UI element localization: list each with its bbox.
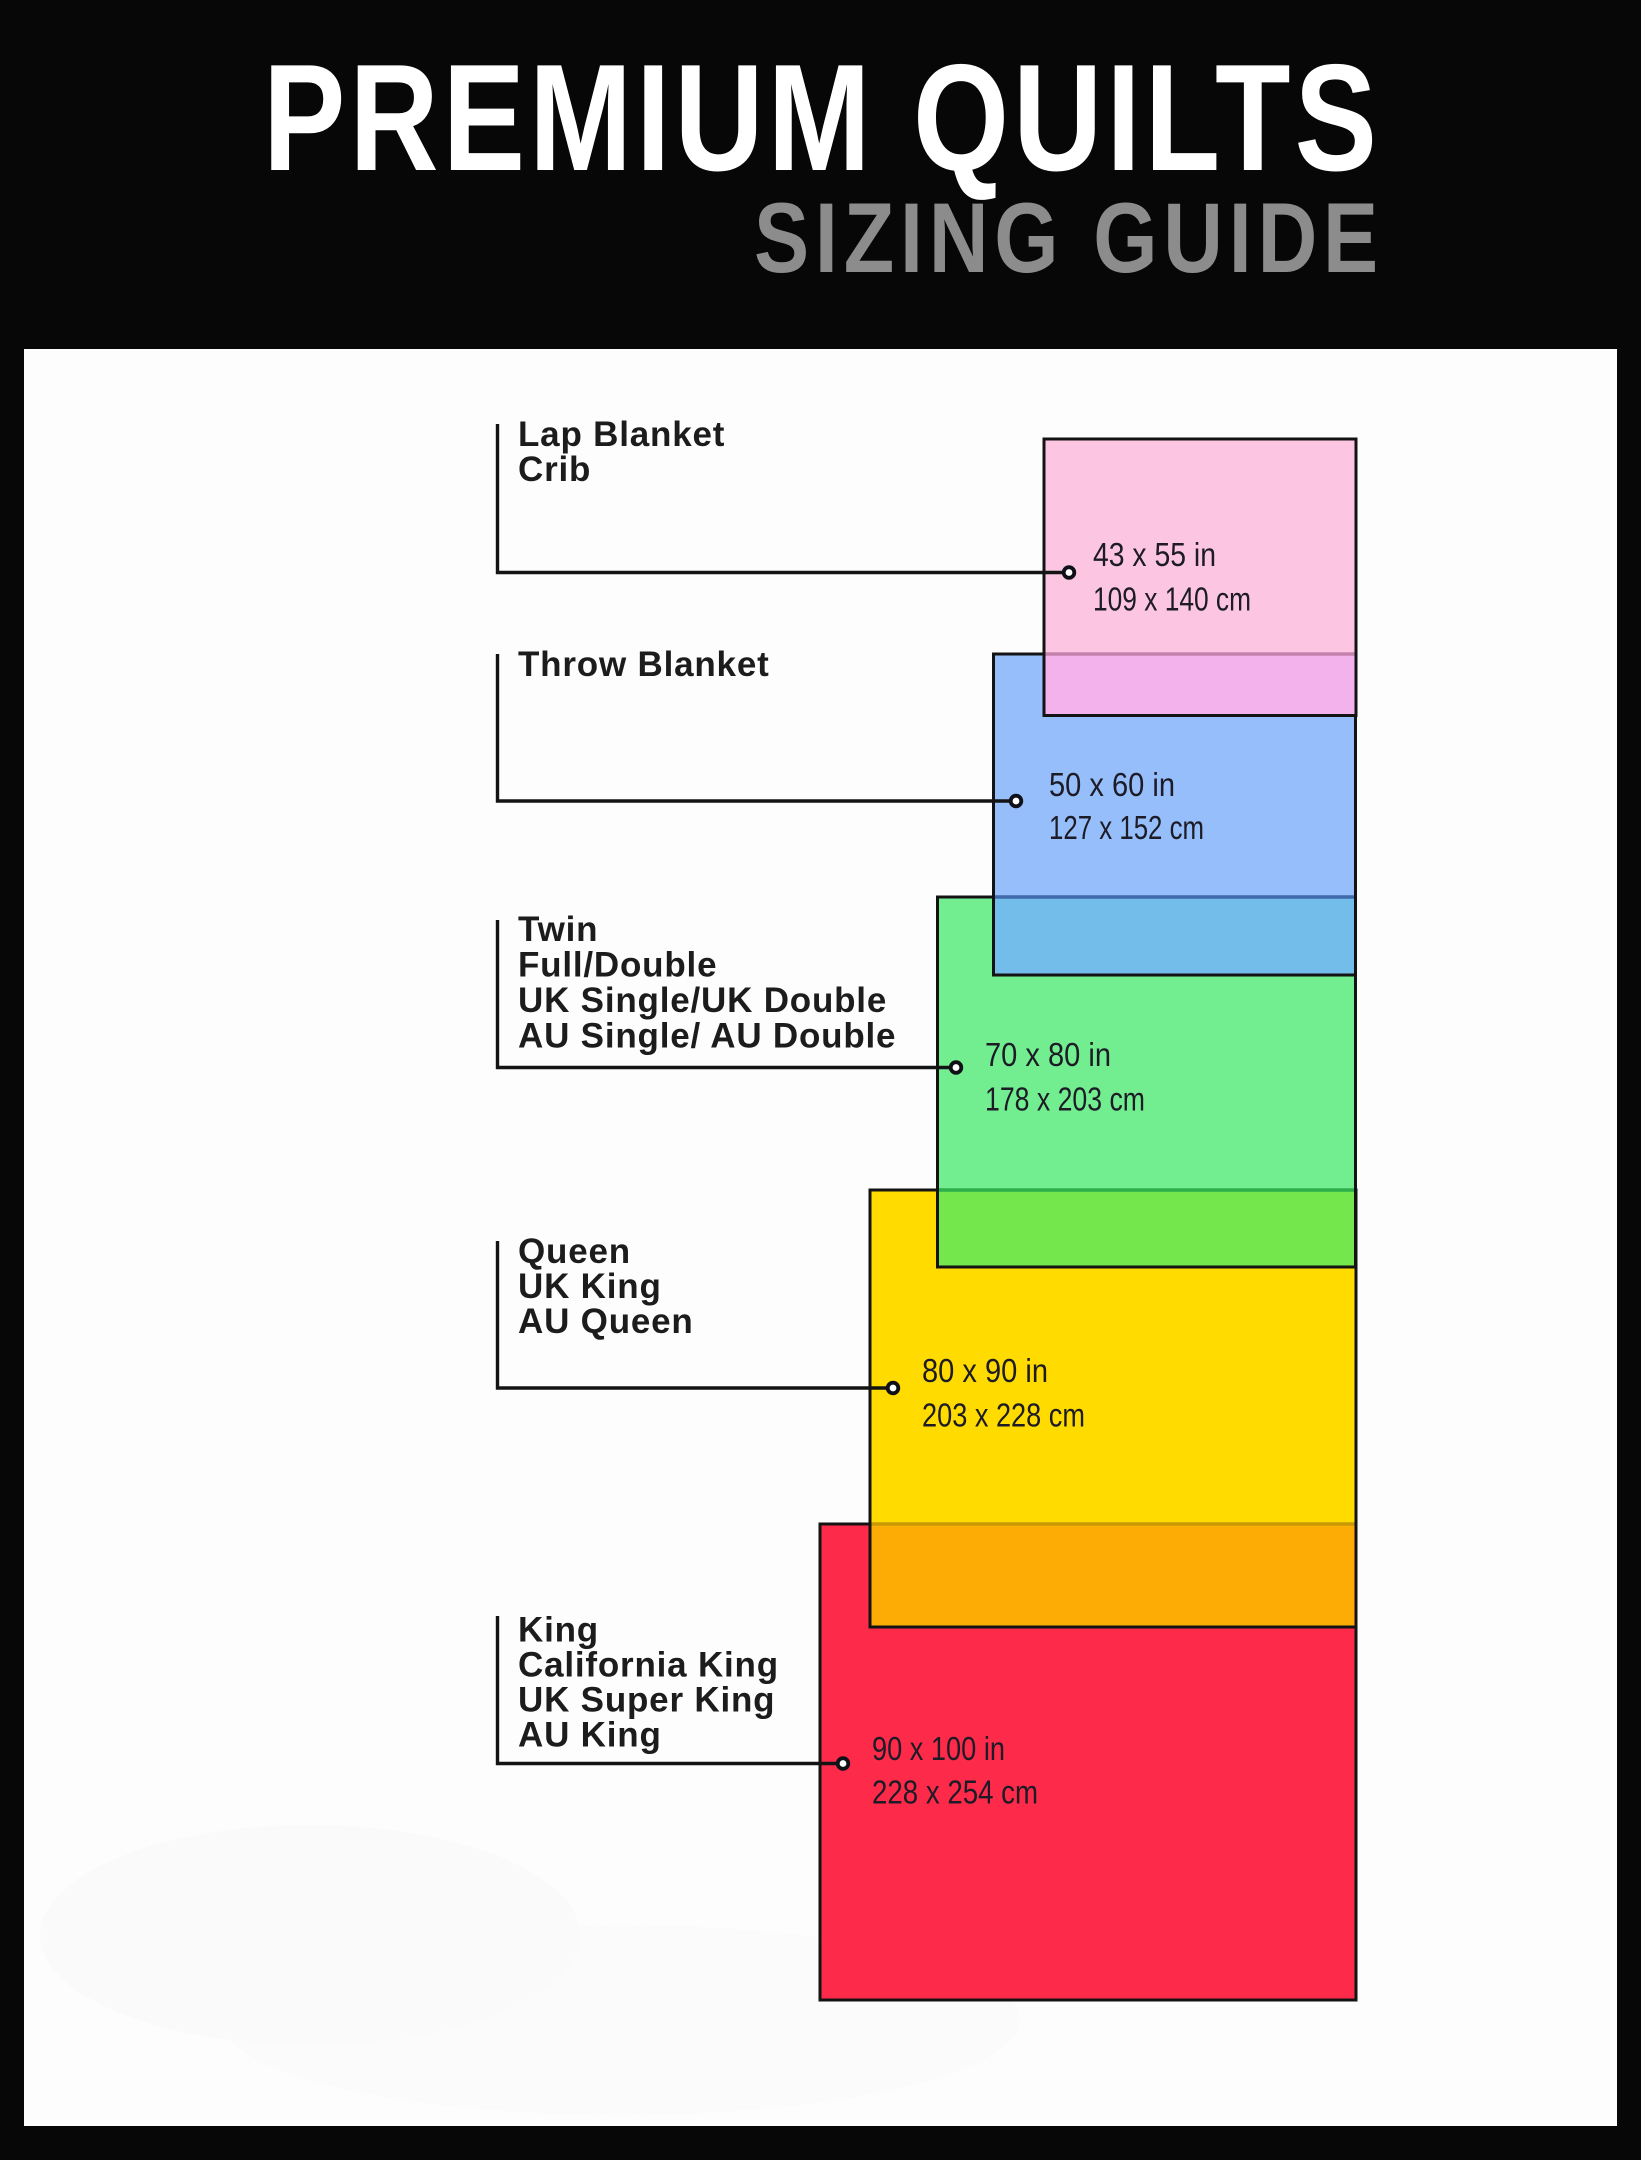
svg-text:Queen: Queen bbox=[518, 1232, 631, 1271]
svg-text:90 x 100 in: 90 x 100 in bbox=[872, 1731, 1005, 1768]
svg-text:203 x 228 cm: 203 x 228 cm bbox=[922, 1398, 1085, 1435]
svg-text:178 x 203 cm: 178 x 203 cm bbox=[985, 1082, 1145, 1119]
svg-text:Full/Double: Full/Double bbox=[518, 946, 717, 985]
svg-text:California King: California King bbox=[518, 1646, 779, 1685]
svg-text:228 x 254 cm: 228 x 254 cm bbox=[872, 1775, 1038, 1812]
svg-text:50 x 60 in: 50 x 60 in bbox=[1049, 767, 1175, 804]
svg-text:UK Super King: UK Super King bbox=[518, 1681, 775, 1720]
svg-text:43 x 55 in: 43 x 55 in bbox=[1093, 537, 1216, 574]
svg-text:UK Single/UK Double: UK Single/UK Double bbox=[518, 981, 887, 1020]
svg-text:PREMIUM QUILTS: PREMIUM QUILTS bbox=[263, 33, 1381, 203]
svg-text:AU Single/ AU Double: AU Single/ AU Double bbox=[518, 1017, 896, 1056]
svg-text:Crib: Crib bbox=[518, 450, 591, 489]
svg-text:Lap Blanket: Lap Blanket bbox=[518, 415, 725, 454]
svg-text:AU Queen: AU Queen bbox=[518, 1302, 694, 1341]
svg-text:80 x 90 in: 80 x 90 in bbox=[922, 1353, 1048, 1390]
svg-text:UK King: UK King bbox=[518, 1267, 662, 1306]
svg-text:Twin: Twin bbox=[518, 910, 598, 949]
svg-text:70 x 80 in: 70 x 80 in bbox=[985, 1037, 1111, 1074]
svg-text:SIZING GUIDE: SIZING GUIDE bbox=[754, 182, 1384, 293]
svg-text:King: King bbox=[518, 1611, 599, 1650]
svg-text:AU King: AU King bbox=[518, 1716, 662, 1755]
svg-text:Throw Blanket: Throw Blanket bbox=[518, 645, 770, 684]
svg-text:127 x 152 cm: 127 x 152 cm bbox=[1049, 810, 1204, 847]
svg-text:109 x 140 cm: 109 x 140 cm bbox=[1093, 582, 1251, 619]
